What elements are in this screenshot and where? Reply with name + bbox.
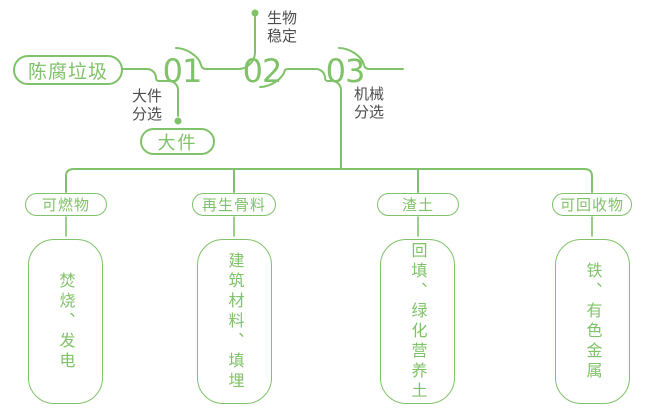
use-box-slag: 回填、绿化营养土 [380,239,455,404]
bulky-drop-dot [174,117,182,125]
source-node-aged-waste: 陈腐垃圾 [13,55,123,85]
step-3-number: 03 [325,52,366,90]
step-3-label-mechanical-sorting: 机械 分选 [354,85,385,121]
use-text-recycled-aggregate: 建筑材料、填埋 [225,251,245,392]
flow-line-03-arc-tail [338,47,404,70]
flow-line-source-to-bulky-drop [122,68,179,117]
branch-combustible-node: 可燃物 [25,193,107,216]
distribution-line [65,168,593,193]
flow-line-01-arc-to-bio-rise [175,16,256,70]
step-2-number: 02 [242,52,283,90]
bulky-item-node: 大件 [140,128,215,155]
step-1-number: 01 [162,52,203,90]
use-text-recyclable: 铁、有色金属 [583,261,603,382]
step-2-label-bio-stabilization: 生物 稳定 [267,9,298,45]
use-box-recyclable: 铁、有色金属 [555,239,630,404]
use-box-recycled-aggregate: 建筑材料、填埋 [197,239,272,404]
bio-stabilization-dot [251,9,259,17]
branch-slag-node: 渣土 [377,193,459,216]
use-box-combustible: 焚烧、发电 [28,239,103,404]
use-text-slag: 回填、绿化营养土 [408,241,428,402]
flow-line-02-arc-to-03-drop [259,68,342,170]
use-text-combustible: 焚烧、发电 [56,271,76,372]
step-1-label-bulky-sorting: 大件 分选 [132,87,163,123]
branch-recycled-aggregate-node: 再生骨料 [192,193,276,216]
branch-recyclable-node: 可回收物 [552,193,632,216]
